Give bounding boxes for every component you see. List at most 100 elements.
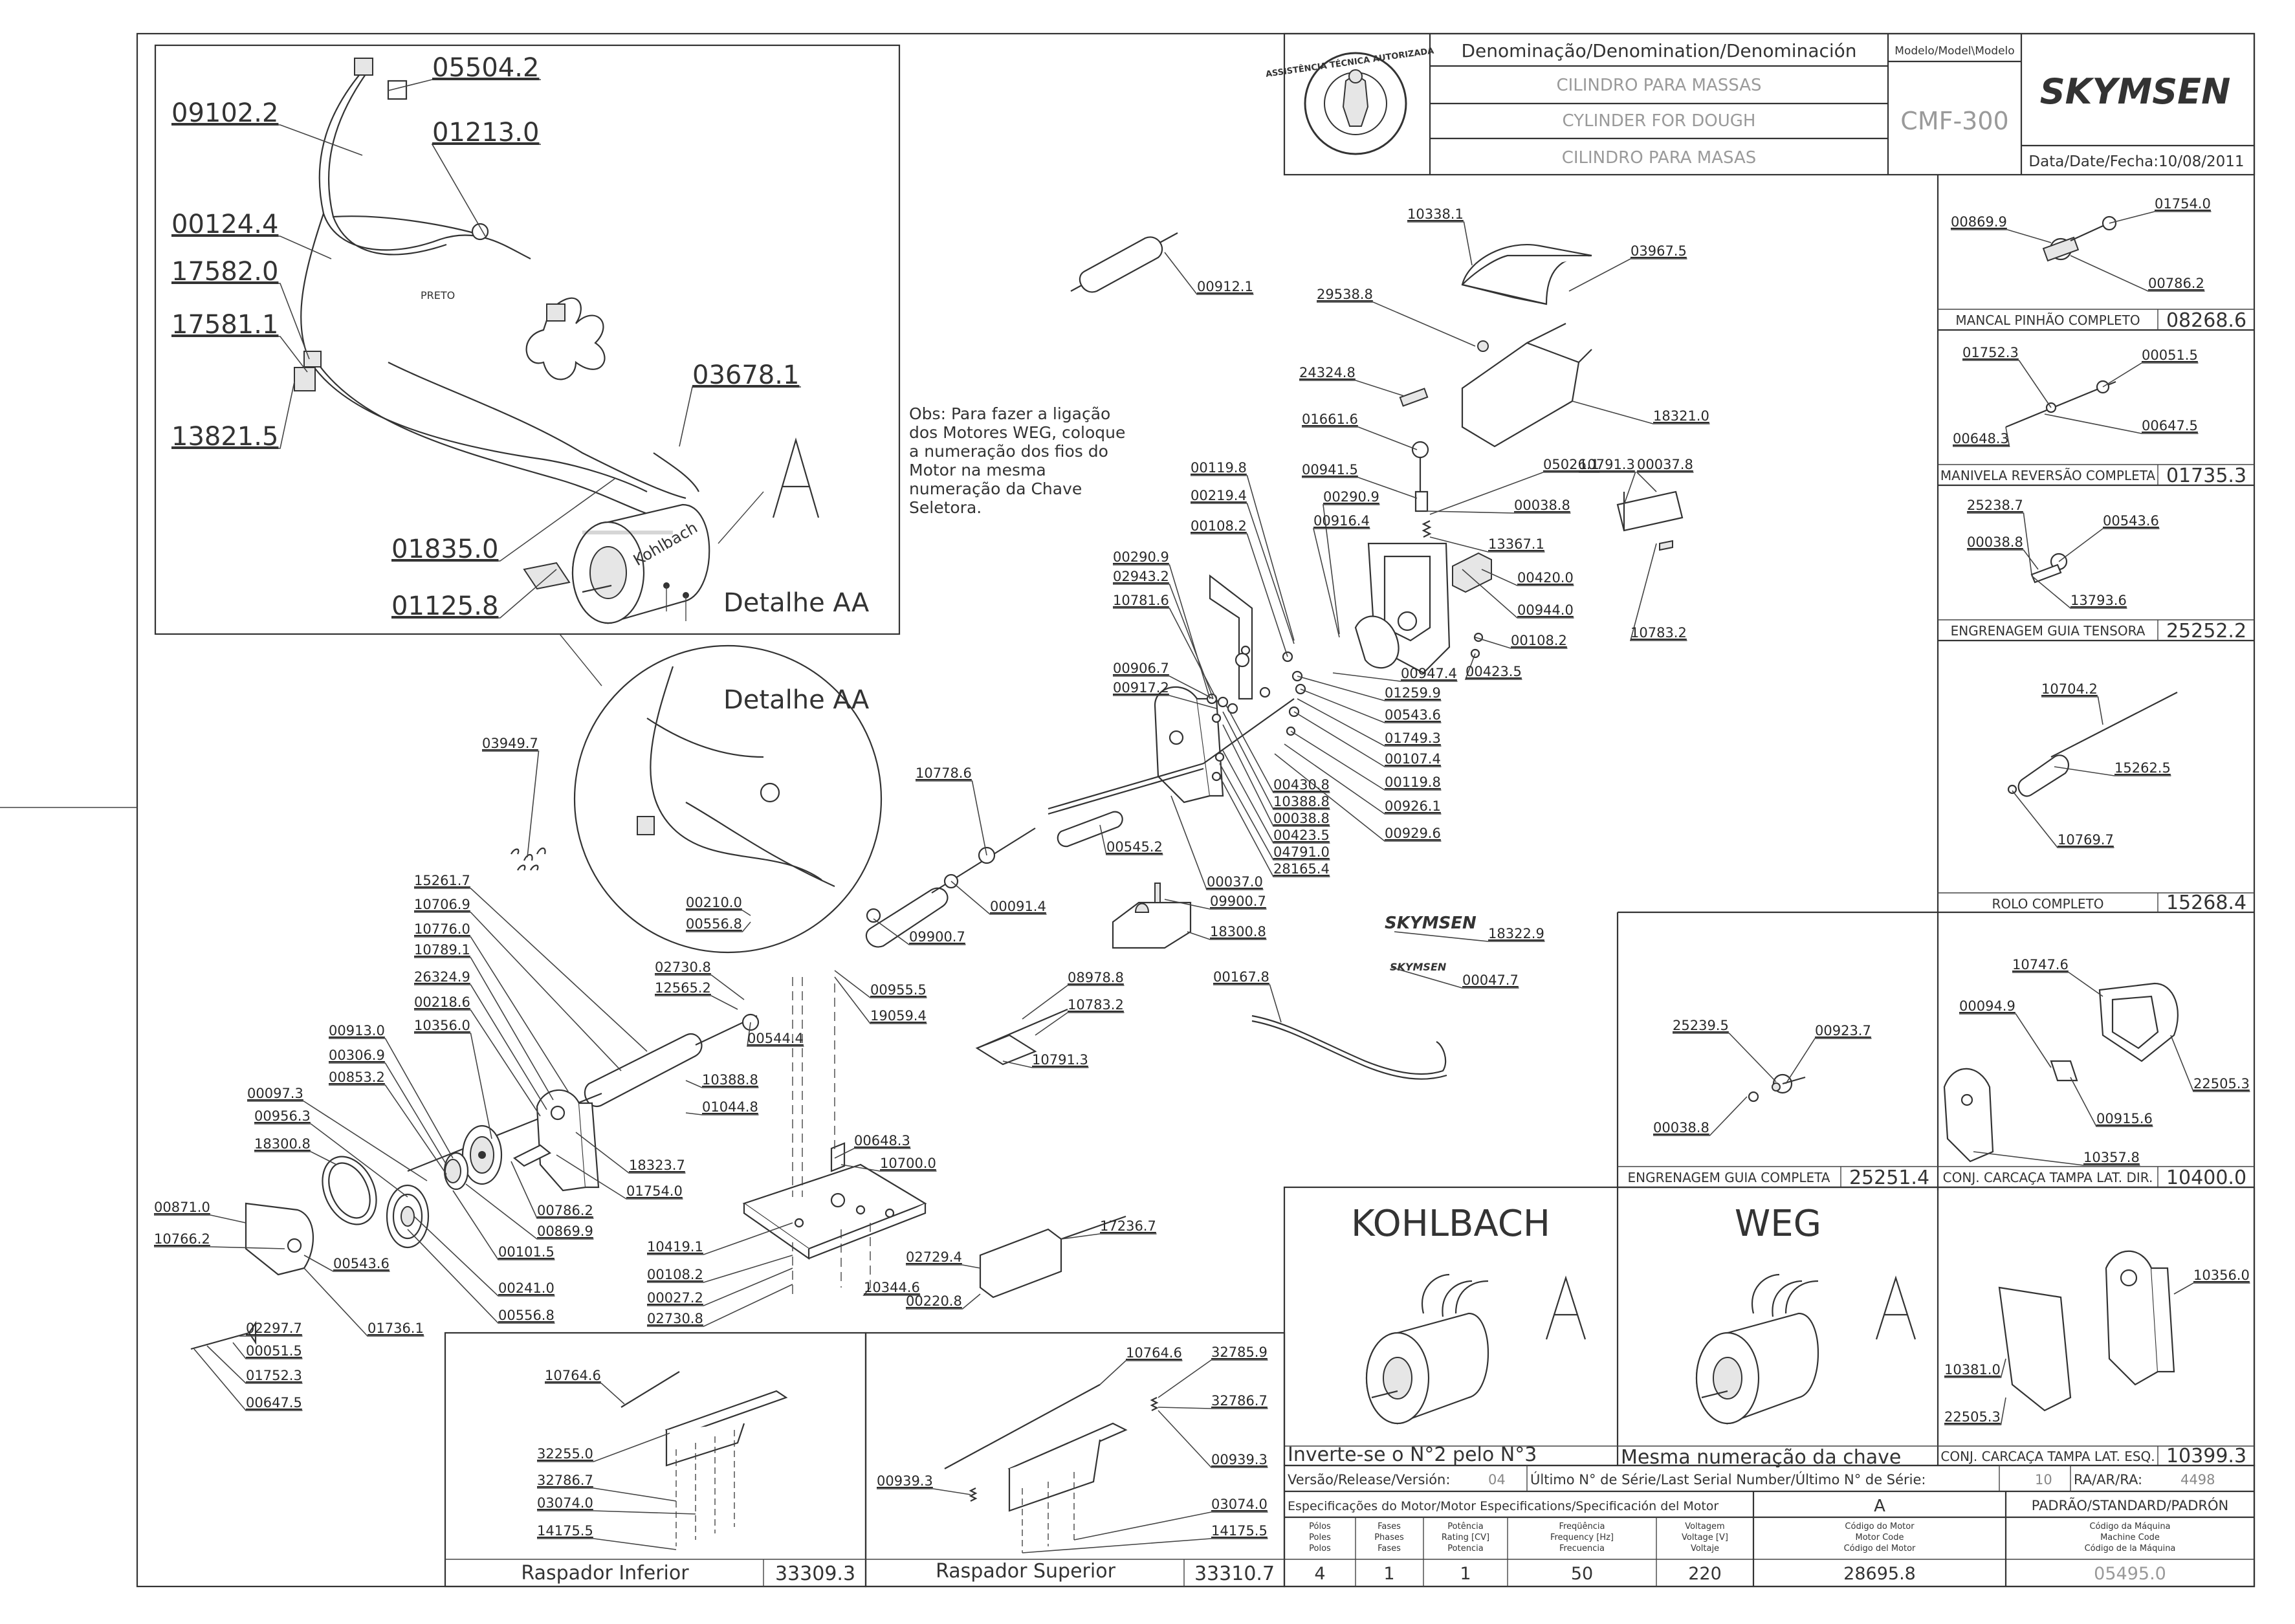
detail-part-label: 13821.5 — [171, 422, 278, 452]
leader-line — [431, 144, 541, 237]
leader-line — [1653, 1096, 1748, 1136]
part-label: 00027.2 — [647, 1290, 703, 1306]
part-label: 01044.8 — [702, 1099, 758, 1115]
svg-text:Voltage [V]: Voltage [V] — [1682, 1533, 1728, 1542]
leader-lines — [154, 79, 2250, 1553]
part-label: 01754.0 — [626, 1183, 683, 1199]
leader-line — [1222, 750, 1330, 844]
detail-part-label: 00124.4 — [171, 210, 278, 239]
part-label: 18300.8 — [254, 1136, 311, 1152]
leader-line — [1113, 608, 1220, 706]
main-housing — [1154, 686, 1224, 804]
top-cover — [1461, 244, 1592, 305]
leader-line — [1673, 1033, 1777, 1082]
leader-line — [1274, 753, 1442, 842]
part-label: 00119.8 — [1191, 460, 1247, 476]
leader-line — [834, 976, 927, 1024]
part-label: 00210.0 — [686, 895, 742, 910]
leader-line — [1317, 302, 1476, 347]
part-label: 03949.7 — [482, 736, 538, 751]
leader-line — [1158, 1359, 1268, 1398]
part-label: 00944.0 — [1517, 602, 1574, 618]
leader-line — [329, 1062, 447, 1165]
panel-art — [1748, 215, 2179, 1412]
leader-line — [916, 780, 987, 856]
left-side-frame — [536, 1089, 600, 1192]
leader-line — [254, 1151, 337, 1165]
svg-text:10: 10 — [2035, 1472, 2052, 1487]
part-label: 18322.9 — [1488, 926, 1544, 941]
leader-line — [388, 79, 541, 91]
part-label: 10388.8 — [1273, 794, 1330, 809]
leader-line — [2058, 528, 2160, 562]
part-label: 02943.2 — [1113, 569, 1169, 584]
leader-line — [1944, 1397, 2006, 1425]
scraper-upper-name: Raspador Superior — [936, 1560, 1115, 1583]
skymsen-decal-small: SKYMSEN — [1390, 961, 1447, 973]
scraper-part-label: 32786.7 — [537, 1473, 593, 1488]
panel-part-label: 00038.8 — [1967, 534, 2023, 550]
leader-line — [545, 1383, 625, 1405]
leader-line — [950, 881, 1047, 915]
leader-line — [1481, 569, 1574, 586]
part-label: 00306.9 — [329, 1048, 385, 1063]
leader-line — [556, 1154, 683, 1200]
main-assembly: SKYMSEN SKYMSEN — [190, 232, 1684, 1350]
svg-text:15268.4: 15268.4 — [2166, 892, 2246, 914]
drawing-frame — [0, 32, 2256, 1588]
part-label: 10789.1 — [414, 942, 470, 958]
model-code: CMF-300 — [1900, 107, 2008, 135]
leader-line — [1944, 1358, 2006, 1378]
leader-line — [452, 1190, 555, 1260]
leader-line — [2109, 211, 2212, 224]
panel-part-label: 22505.3 — [1944, 1409, 2001, 1425]
leader-line — [1113, 584, 1214, 699]
leader-line — [679, 386, 801, 447]
part-label: 10706.9 — [414, 897, 470, 912]
part-label: 18323.7 — [629, 1158, 685, 1173]
panel-part-label: 10704.2 — [2041, 681, 2098, 697]
part-label: 00941.5 — [1302, 462, 1358, 477]
svg-text:Último N° de Série/Last Serial: Último N° de Série/Last Serial Number/Úl… — [1530, 1471, 1926, 1487]
leader-line — [391, 569, 557, 619]
leader-line — [537, 1510, 696, 1515]
svg-text:28695.8: 28695.8 — [1843, 1564, 1916, 1584]
detail-part-label: 01125.8 — [391, 591, 498, 621]
kohlbach-note: Inverte-se o N°2 pelo N°3 — [1288, 1443, 1537, 1466]
svg-text:01735.3: 01735.3 — [2166, 465, 2246, 487]
leader-line — [1967, 512, 2032, 575]
panel-part-label: 00647.5 — [2142, 418, 2198, 433]
leader-line — [2031, 575, 2127, 609]
svg-text:Motor Code: Motor Code — [1856, 1533, 1904, 1542]
leader-line — [1429, 536, 1545, 553]
part-label: 00916.4 — [1313, 513, 1370, 529]
part-label: 00420.0 — [1517, 570, 1574, 586]
panel-part-label: 10356.0 — [2193, 1267, 2250, 1283]
part-label: 09900.7 — [909, 929, 965, 945]
part-label: 00097.3 — [247, 1086, 303, 1101]
leader-line — [254, 1123, 408, 1198]
part-label: 00929.6 — [1385, 826, 1441, 841]
part-label: 00545.2 — [1106, 839, 1163, 855]
leader-line — [537, 1487, 677, 1502]
scraper-part-label: 14175.5 — [537, 1523, 593, 1539]
part-label: 00423.5 — [1273, 828, 1330, 843]
leader-line — [1222, 724, 1330, 827]
leader-line — [1170, 795, 1264, 890]
svg-text:Frecuencia: Frecuencia — [1559, 1544, 1605, 1553]
part-label: 00647.5 — [246, 1395, 302, 1410]
leader-line — [906, 1264, 981, 1269]
svg-text:Seletora.: Seletora. — [909, 498, 982, 517]
skymsen-decal-large: SKYMSEN — [1385, 914, 1477, 933]
part-label: 10766.2 — [154, 1231, 210, 1247]
authorized-seal: ASSISTÊNCIA TÉCNICA AUTORIZADA — [1265, 45, 1434, 155]
leader-line — [414, 912, 622, 1071]
part-label: 01749.3 — [1385, 730, 1441, 746]
leader-line — [1022, 1538, 1268, 1553]
detail-part-label: 09102.2 — [171, 98, 278, 128]
leader-line — [511, 1161, 594, 1219]
svg-text:numeração da Chave: numeração da Chave — [909, 479, 1082, 498]
weg-title: WEG — [1735, 1203, 1821, 1245]
leader-line — [414, 957, 554, 1101]
motor-spec-table: Especificações do Motor/Motor Especifica… — [1288, 1497, 2228, 1584]
